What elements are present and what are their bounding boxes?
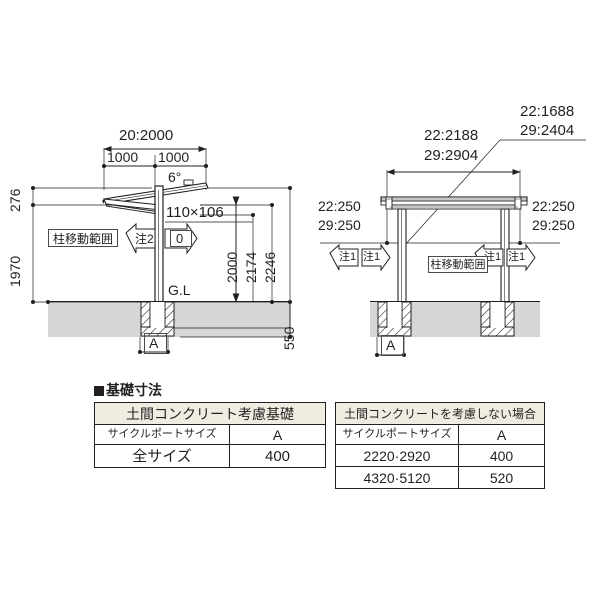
right-roof-width-label-line2: 29:2404 xyxy=(520,122,575,139)
table-row: 4320·5120 520 xyxy=(335,466,545,489)
left-dim-2000-label: 2000 xyxy=(224,251,240,283)
right-foundation-right xyxy=(480,301,515,337)
left-foundation-letter-A: A xyxy=(149,335,159,351)
left-half-width-left-label: 1000 xyxy=(107,149,139,165)
right-note1-label-1: 注1 xyxy=(339,251,357,263)
callout-note1-arrow-1 xyxy=(329,243,359,271)
left-dim-1970-label: 1970 xyxy=(7,255,23,287)
right-foundation-letter-box xyxy=(381,335,404,356)
right-roof-width-label-line1: 22:1688 xyxy=(520,103,575,120)
left-half-width-right-label: 1000 xyxy=(158,149,190,165)
right-table-col-size: サイクルポートサイズ xyxy=(335,424,459,445)
left-zero-box xyxy=(170,230,192,247)
right-overhang-marks xyxy=(398,212,509,241)
right-overhang-left-label-line1: 22:250 xyxy=(318,198,361,214)
right-overhang-right-label-line1: 22:250 xyxy=(532,198,575,214)
left-top-dimension-lines xyxy=(102,145,208,168)
callout-note1-arrow-2 xyxy=(361,243,391,272)
left-table-col-a: A xyxy=(229,424,326,445)
left-table-cell-a: 400 xyxy=(229,444,326,468)
right-dimension-table-wrap: 土間コンクリートを考慮しない場合 サイクルポートサイズ A 2220·2920 … xyxy=(335,402,545,489)
left-table-title: 土間コンクリート考慮基礎 xyxy=(94,402,326,425)
left-note2-label: 注2 xyxy=(135,232,154,246)
table-row: 2220·2920 400 xyxy=(335,444,545,467)
bullet-square-icon xyxy=(94,386,104,396)
right-span-label-line2: 29:2904 xyxy=(424,147,479,164)
right-note1-label-3: 注1 xyxy=(484,251,502,263)
ground-level-label: G.L xyxy=(168,282,191,298)
left-support-arm xyxy=(105,203,161,215)
right-note1-label-4: 注1 xyxy=(508,251,526,263)
left-foundation-letter-box xyxy=(144,333,167,354)
callout-zero-arrow-left-view xyxy=(164,222,198,255)
left-dim-276-label: 276 xyxy=(7,188,23,212)
left-dimension-table: 土間コンクリート考慮基礎 サイクルポートサイズ A 全サイズ 400 xyxy=(94,402,326,468)
table-row-column-headers: サイクルポートサイズ A xyxy=(94,424,326,445)
left-post xyxy=(154,185,164,304)
right-table-cell-a-0: 400 xyxy=(458,444,545,467)
roof-angle-label: 6° xyxy=(168,169,182,185)
left-post-move-range-tag: 柱移動範囲 xyxy=(48,229,118,247)
left-foundation xyxy=(140,301,175,337)
left-dim-2174-label: 2174 xyxy=(243,251,259,283)
right-table-cell-size-1: 4320·5120 xyxy=(335,466,459,489)
left-ground-line xyxy=(48,301,290,329)
left-dim-2246-label: 2246 xyxy=(262,251,278,283)
right-table-cell-a-1: 520 xyxy=(458,466,545,489)
left-table-cell-size: 全サイズ xyxy=(94,444,230,468)
right-post-move-range-tag: 柱移動範囲 xyxy=(428,256,488,273)
right-roof xyxy=(380,196,528,210)
right-note1-label-2: 注1 xyxy=(363,251,381,263)
right-foundation-left xyxy=(377,301,412,337)
section-title-text: 基礎寸法 xyxy=(106,382,162,398)
right-dimension-table: 土間コンクリートを考慮しない場合 サイクルポートサイズ A 2220·2920 … xyxy=(335,402,545,489)
right-overhang-left-label-line2: 29:250 xyxy=(318,217,361,233)
left-dimension-table-wrap: 土間コンクリート考慮基礎 サイクルポートサイズ A 全サイズ 400 xyxy=(94,402,326,468)
foundation-dimension-section-title: 基礎寸法 xyxy=(94,380,162,400)
right-span-label-line1: 22:2188 xyxy=(424,127,479,144)
right-table-title: 土間コンクリートを考慮しない場合 xyxy=(335,402,545,425)
right-post-left xyxy=(397,208,407,304)
right-foundation-letter-A: A xyxy=(386,337,396,353)
table-row-header-title: 土間コンクリート考慮基礎 xyxy=(94,402,326,425)
left-zero-label: 0 xyxy=(176,231,184,246)
callout-note1-arrow-4 xyxy=(506,243,536,272)
right-overhang-right-label-line2: 29:250 xyxy=(532,217,575,233)
left-dim-550-label: 550 xyxy=(281,326,297,350)
callout-note2-arrow-left-view xyxy=(125,222,156,254)
right-table-cell-size-0: 2220·2920 xyxy=(335,444,459,467)
table-row: 全サイズ 400 xyxy=(94,444,326,468)
left-table-col-size: サイクルポートサイズ xyxy=(94,424,230,445)
table-row-column-headers: サイクルポートサイズ A xyxy=(335,424,545,445)
post-section-size-label: 110×106 xyxy=(166,204,224,221)
right-witness-lines xyxy=(320,139,586,355)
table-row-header-title: 土間コンクリートを考慮しない場合 xyxy=(335,402,545,425)
right-table-col-a: A xyxy=(458,424,545,445)
left-overall-width-label: 20:2000 xyxy=(119,127,174,144)
